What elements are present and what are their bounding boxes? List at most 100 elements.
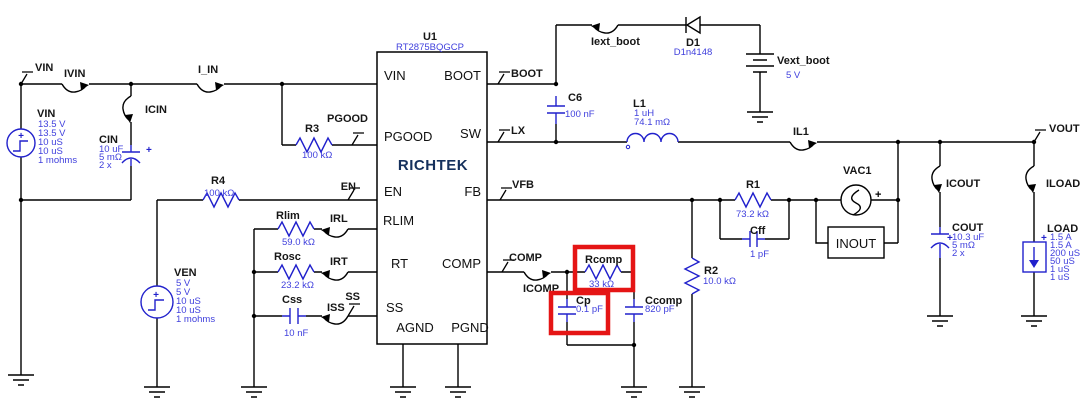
- vin-source[interactable]: + VIN 13.5 V 13.5 V 10 uS 10 uS 1 mohms: [6, 108, 77, 166]
- iss-probe-icon: [320, 313, 349, 325]
- resistor-rlim[interactable]: Rlim 59.0 kΩ: [276, 210, 315, 248]
- cout-label: COUT: [952, 222, 983, 234]
- ic-part-number: RT2875BQGCP: [396, 42, 464, 53]
- boot-net-tick: [497, 71, 511, 85]
- il1-probe-icon: [789, 139, 818, 151]
- irt-label: IRT: [330, 256, 348, 268]
- load-value: 1 uS: [1050, 272, 1070, 283]
- load-value: 1.5 A: [1050, 240, 1072, 251]
- highlight-box-rcomp: [572, 244, 636, 293]
- vin-net-label: VIN: [35, 62, 53, 74]
- r3-value: 100 kΩ: [302, 150, 332, 161]
- icout-probe-icon: [931, 165, 943, 194]
- capacitor-c6[interactable]: C6 100 nF: [547, 92, 595, 124]
- pin-pgood: PGOOD: [384, 129, 432, 144]
- cout-value: 5 mΩ: [952, 240, 975, 251]
- boot-net-label: BOOT: [511, 68, 543, 80]
- vac1-label: VAC1: [843, 165, 872, 177]
- ac-source-vac1[interactable]: + VAC1: [840, 165, 881, 216]
- load-value: 1.5 A: [1050, 232, 1072, 243]
- r4-value: 100 kΩ: [204, 188, 234, 199]
- css-value: 10 nF: [284, 328, 308, 339]
- ss-net-label: SS: [345, 291, 360, 303]
- iload-label: ILOAD: [1046, 178, 1080, 190]
- irt-probe-icon: [320, 269, 349, 281]
- rcomp-value: 33 kΩ: [589, 279, 614, 290]
- cp-label: Cp: [576, 295, 591, 307]
- vin-source-value: 13.5 V: [38, 119, 66, 130]
- iext-boot-probe-icon: [590, 22, 619, 34]
- pgood-net-label: PGOOD: [327, 113, 368, 125]
- pin-rt: RT: [391, 256, 408, 271]
- i-in-probe-icon: [196, 81, 225, 93]
- cin-value: 2 x: [99, 160, 112, 171]
- vin-source-label: VIN: [37, 108, 55, 120]
- cout-value: 10.3 uF: [952, 232, 984, 243]
- r1-label: R1: [746, 179, 760, 191]
- pin-rlim: RLIM: [383, 213, 414, 228]
- ven-source-label: VEN: [174, 267, 197, 279]
- load-value: 1 uS: [1050, 264, 1070, 275]
- capacitor-cout[interactable]: + COUT 10.3 uF 5 mΩ 2 x: [930, 222, 984, 259]
- ven-source[interactable]: + VEN 5 V 5 V 10 uS 10 uS 1 mohms: [140, 267, 215, 325]
- ground-icon: [620, 386, 648, 398]
- resistor-r2[interactable]: R2 10.0 kΩ: [684, 257, 736, 295]
- cout-value: 2 x: [952, 248, 965, 259]
- cin-label: CIN: [99, 134, 118, 146]
- rlim-value: 59.0 kΩ: [282, 237, 315, 248]
- iss-label: ISS: [327, 302, 345, 314]
- r2-label: R2: [704, 265, 718, 277]
- lx-net-tick: [497, 129, 511, 143]
- r3-label: R3: [305, 123, 319, 135]
- resistor-rcomp[interactable]: Rcomp 33 kΩ: [584, 254, 623, 290]
- ground-icon: [678, 386, 706, 398]
- pin-sw: SW: [460, 126, 482, 141]
- comp-net-label: COMP: [509, 252, 542, 264]
- vout-net-label: VOUT: [1049, 123, 1080, 135]
- load-value: 50 uS: [1050, 256, 1075, 267]
- probe-labels: IVIN I_IN ICIN IRL IRT ISS ICOMP IL1 Iex…: [64, 36, 1080, 314]
- ground-icon: [444, 386, 472, 398]
- resistor-r1[interactable]: R1 73.2 kΩ: [734, 179, 772, 220]
- r1-value: 73.2 kΩ: [736, 209, 769, 220]
- load-current-source[interactable]: + LOAD 1.5 A 1.5 A 200 uS 50 uS 1 uS 1 u…: [1022, 223, 1080, 283]
- rosc-label: Rosc: [274, 251, 301, 263]
- ground-icon: [7, 374, 35, 386]
- resistor-rosc[interactable]: Rosc 23.2 kΩ: [274, 251, 315, 291]
- ic-rt2875[interactable]: U1 RT2875BQGCP RICHTEK VIN PGOOD EN RLIM…: [376, 31, 489, 345]
- ccomp-value: 820 pF: [645, 304, 675, 315]
- vin-source-value: 10 uS: [38, 146, 63, 157]
- load-value: 200 uS: [1050, 248, 1080, 259]
- vin-source-value: 1 mohms: [38, 155, 77, 166]
- r2-value: 10.0 kΩ: [703, 276, 736, 287]
- ven-source-value: 5 V: [176, 278, 191, 289]
- r4-label: R4: [211, 175, 226, 187]
- ivin-probe-icon: [61, 81, 90, 93]
- ic-refdes: U1: [423, 31, 437, 43]
- pgood-net-tick: [351, 132, 365, 146]
- inductor-l1[interactable]: L1 1 uH 74.1 mΩ: [625, 98, 679, 150]
- ground-icon: [746, 111, 774, 123]
- rcomp-label: Rcomp: [585, 254, 623, 266]
- resistor-r3[interactable]: R3 100 kΩ: [295, 123, 333, 161]
- vin-source-value: 13.5 V: [38, 128, 66, 139]
- vfb-net-label: VFB: [512, 179, 534, 191]
- junction-dots: [18, 81, 1037, 348]
- d1-label: D1: [686, 37, 700, 49]
- pin-comp: COMP: [442, 256, 481, 271]
- inout-probe[interactable]: INOUT: [827, 226, 885, 259]
- resistor-r4[interactable]: R4 100 kΩ: [202, 175, 240, 208]
- ven-source-value: 5 V: [176, 287, 191, 298]
- capacitor-css[interactable]: Css 10 nF: [282, 294, 308, 339]
- diode-d1[interactable]: D1 D1n4148: [674, 15, 713, 58]
- pin-agnd: AGND: [396, 320, 434, 335]
- capacitor-cp[interactable]: Cp 0.1 pF: [558, 295, 603, 322]
- ground-icon: [389, 386, 417, 398]
- capacitor-cff[interactable]: Cff 1 pF: [742, 225, 769, 260]
- pin-boot: BOOT: [444, 68, 481, 83]
- capacitor-ccomp[interactable]: Ccomp 820 pF: [625, 295, 683, 322]
- plus-sign: +: [1041, 233, 1047, 244]
- battery-vext-boot[interactable]: Vext_boot 5 V: [746, 53, 830, 81]
- capacitor-cin[interactable]: + CIN 10 uF 5 mΩ 2 x: [99, 134, 152, 171]
